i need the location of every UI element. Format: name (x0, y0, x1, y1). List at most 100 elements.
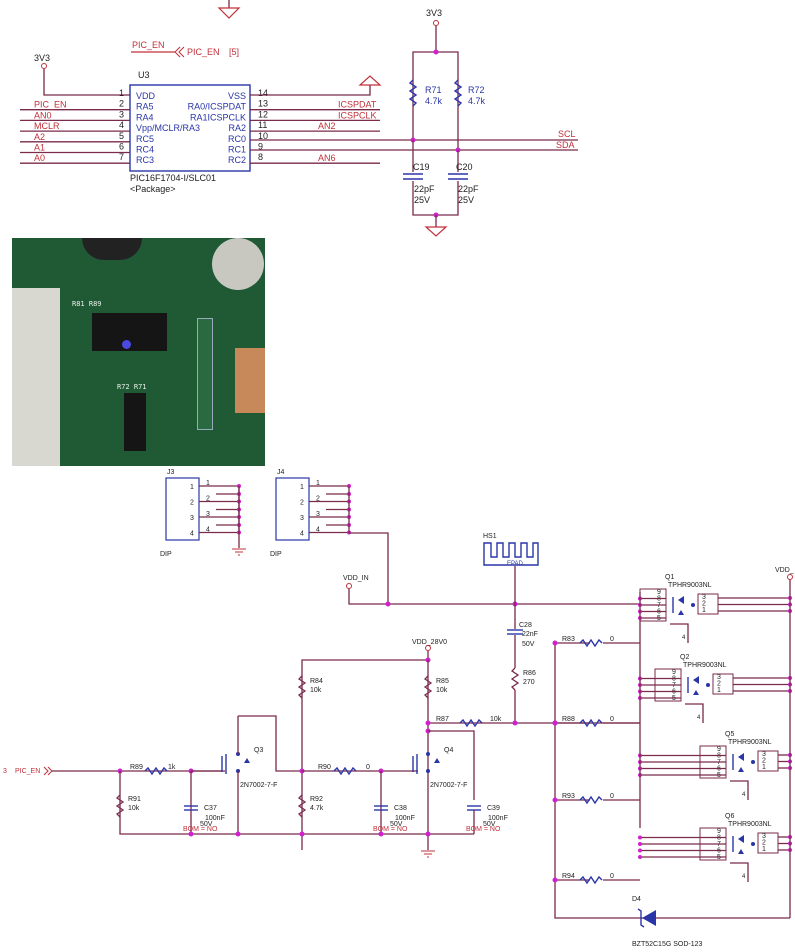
q4-ref: Q4 (444, 747, 453, 754)
c28-value: 22nF (522, 631, 538, 638)
c19-voltage: 25V (414, 195, 430, 205)
fet-pin: 2 (762, 758, 766, 765)
r85-value: 10k (436, 687, 448, 694)
pcb-photo: R81 R89 R72 R71 (12, 238, 265, 466)
u3-part: PIC16F1704-I/SLC01 (130, 173, 216, 183)
u3-pin-number: 14 (258, 88, 268, 98)
fet-part: TPHR9003NL (728, 739, 772, 746)
c39-voltage: 50V (483, 821, 496, 828)
c20-voltage: 25V (458, 195, 474, 205)
net-label: A1 (34, 143, 45, 153)
u3-pin-name: VSS (228, 91, 246, 101)
net-label: ICSPCLK (338, 110, 377, 120)
net-label: A2 (34, 132, 45, 142)
net-label: A0 (34, 153, 45, 163)
connector-type: DIP (270, 551, 282, 558)
c38-voltage: 50V (390, 821, 403, 828)
fet-pin: 2 (702, 601, 706, 608)
fet-pin: 1 (762, 846, 766, 853)
fet-pin: 3 (762, 751, 766, 758)
power-3v3-label: 3V3 (34, 53, 50, 63)
connector-j1 (12, 288, 60, 466)
u3-pin-number: 5 (119, 131, 124, 141)
pin-number: 1 (190, 484, 194, 491)
fet-pin: 9 (717, 828, 721, 835)
r72-value: 4.7k (468, 96, 486, 106)
pic-en-in-label: PIC_EN (15, 768, 40, 775)
copper-pad (235, 348, 265, 413)
mosfet-q4: Q4 2N7002-7-F (412, 747, 467, 789)
u3-package: <Package> (130, 184, 176, 194)
fet-pin: 2 (717, 681, 721, 688)
fet-pin: 2 (762, 840, 766, 847)
fet-gate-pin: 4 (742, 874, 746, 880)
pin-number: 2 (190, 500, 194, 507)
ground-icon-q4 (421, 850, 435, 858)
c38-ref: C38 (394, 805, 407, 812)
resistor-ref: R88 (562, 716, 575, 723)
fet-gate-pin: 4 (682, 635, 686, 641)
u3-pin-name: Vpp/MCLR/RA3 (136, 123, 200, 133)
u3-pin-name: RC2 (228, 155, 246, 165)
u3-pin-name: RC0 (228, 134, 246, 144)
r87-ref: R87 (436, 716, 449, 723)
r86-value: 270 (523, 679, 535, 686)
pin1-marker (122, 340, 131, 349)
q3-ref: Q3 (254, 747, 263, 754)
pic-en-port: PIC_EN PIC_EN [5] (131, 40, 239, 58)
u3-pin-name: RA0/ICSPDAT (188, 102, 247, 112)
u3-pin-number: 13 (258, 99, 268, 109)
u3-pin-name: RA5 (136, 102, 154, 112)
pin-label: 4 (206, 527, 210, 534)
c28-ref: C28 (519, 622, 532, 629)
hs1-label: EPAD (507, 561, 524, 567)
fet-part: TPHR9003NL (683, 662, 727, 669)
vdd-in-label: VDD_IN (343, 575, 369, 582)
zener-diode-d4: D4 BZT52C15G SOD-123 (632, 896, 790, 948)
r89-value: 1k (168, 764, 176, 771)
mosfet-q3: Q3 2N7002-7-F (191, 715, 302, 834)
net-label: AN0 (34, 110, 52, 120)
u3-pin-name: VDD (136, 91, 156, 101)
u3-pin-number: 2 (119, 99, 124, 109)
u3-pin-name: RA4 (136, 112, 154, 122)
fet-pin: 1 (717, 687, 721, 694)
pin-label: 1 (206, 480, 210, 487)
d4-ref: D4 (632, 896, 641, 903)
u3-pin-number: 3 (119, 109, 124, 119)
sda-label: SDA (556, 140, 575, 150)
scl-label: SCL (558, 129, 576, 139)
net-label: ICSPDAT (338, 100, 377, 110)
r89-ref: R89 (130, 764, 143, 771)
net-label: AN6 (318, 153, 336, 163)
fet-part: TPHR9003NL (668, 582, 712, 589)
heatsink-hs1: HS1 EPAD (483, 533, 539, 604)
chip-u2 (124, 393, 146, 451)
electrolytic-capacitor (212, 238, 264, 290)
u3-pin-number: 9 (258, 142, 263, 152)
r92-value: 4.7k (310, 805, 324, 812)
silkscreen-label: R81 R89 (72, 300, 102, 308)
c20-value: 22pF (458, 184, 479, 194)
u3-pin-name: RC3 (136, 155, 154, 165)
fet-gate-pin: 4 (742, 792, 746, 798)
u3-pin-name: RA2 (228, 123, 246, 133)
pin-number: 3 (300, 515, 304, 522)
d4-part: BZT52C15G SOD-123 (632, 941, 703, 948)
u3-pin-name: RC4 (136, 145, 154, 155)
c39-value: 100nF (488, 815, 508, 822)
r90-value: 0 (366, 764, 370, 771)
u3-pin-number: 12 (258, 109, 268, 119)
fet-ref: Q6 (725, 813, 734, 820)
ground-icon (424, 226, 448, 237)
inductor (82, 238, 142, 260)
power-3v3-right-label: 3V3 (426, 8, 442, 18)
resistor-value: 0 (610, 793, 614, 800)
c37-ref: C37 (204, 805, 217, 812)
